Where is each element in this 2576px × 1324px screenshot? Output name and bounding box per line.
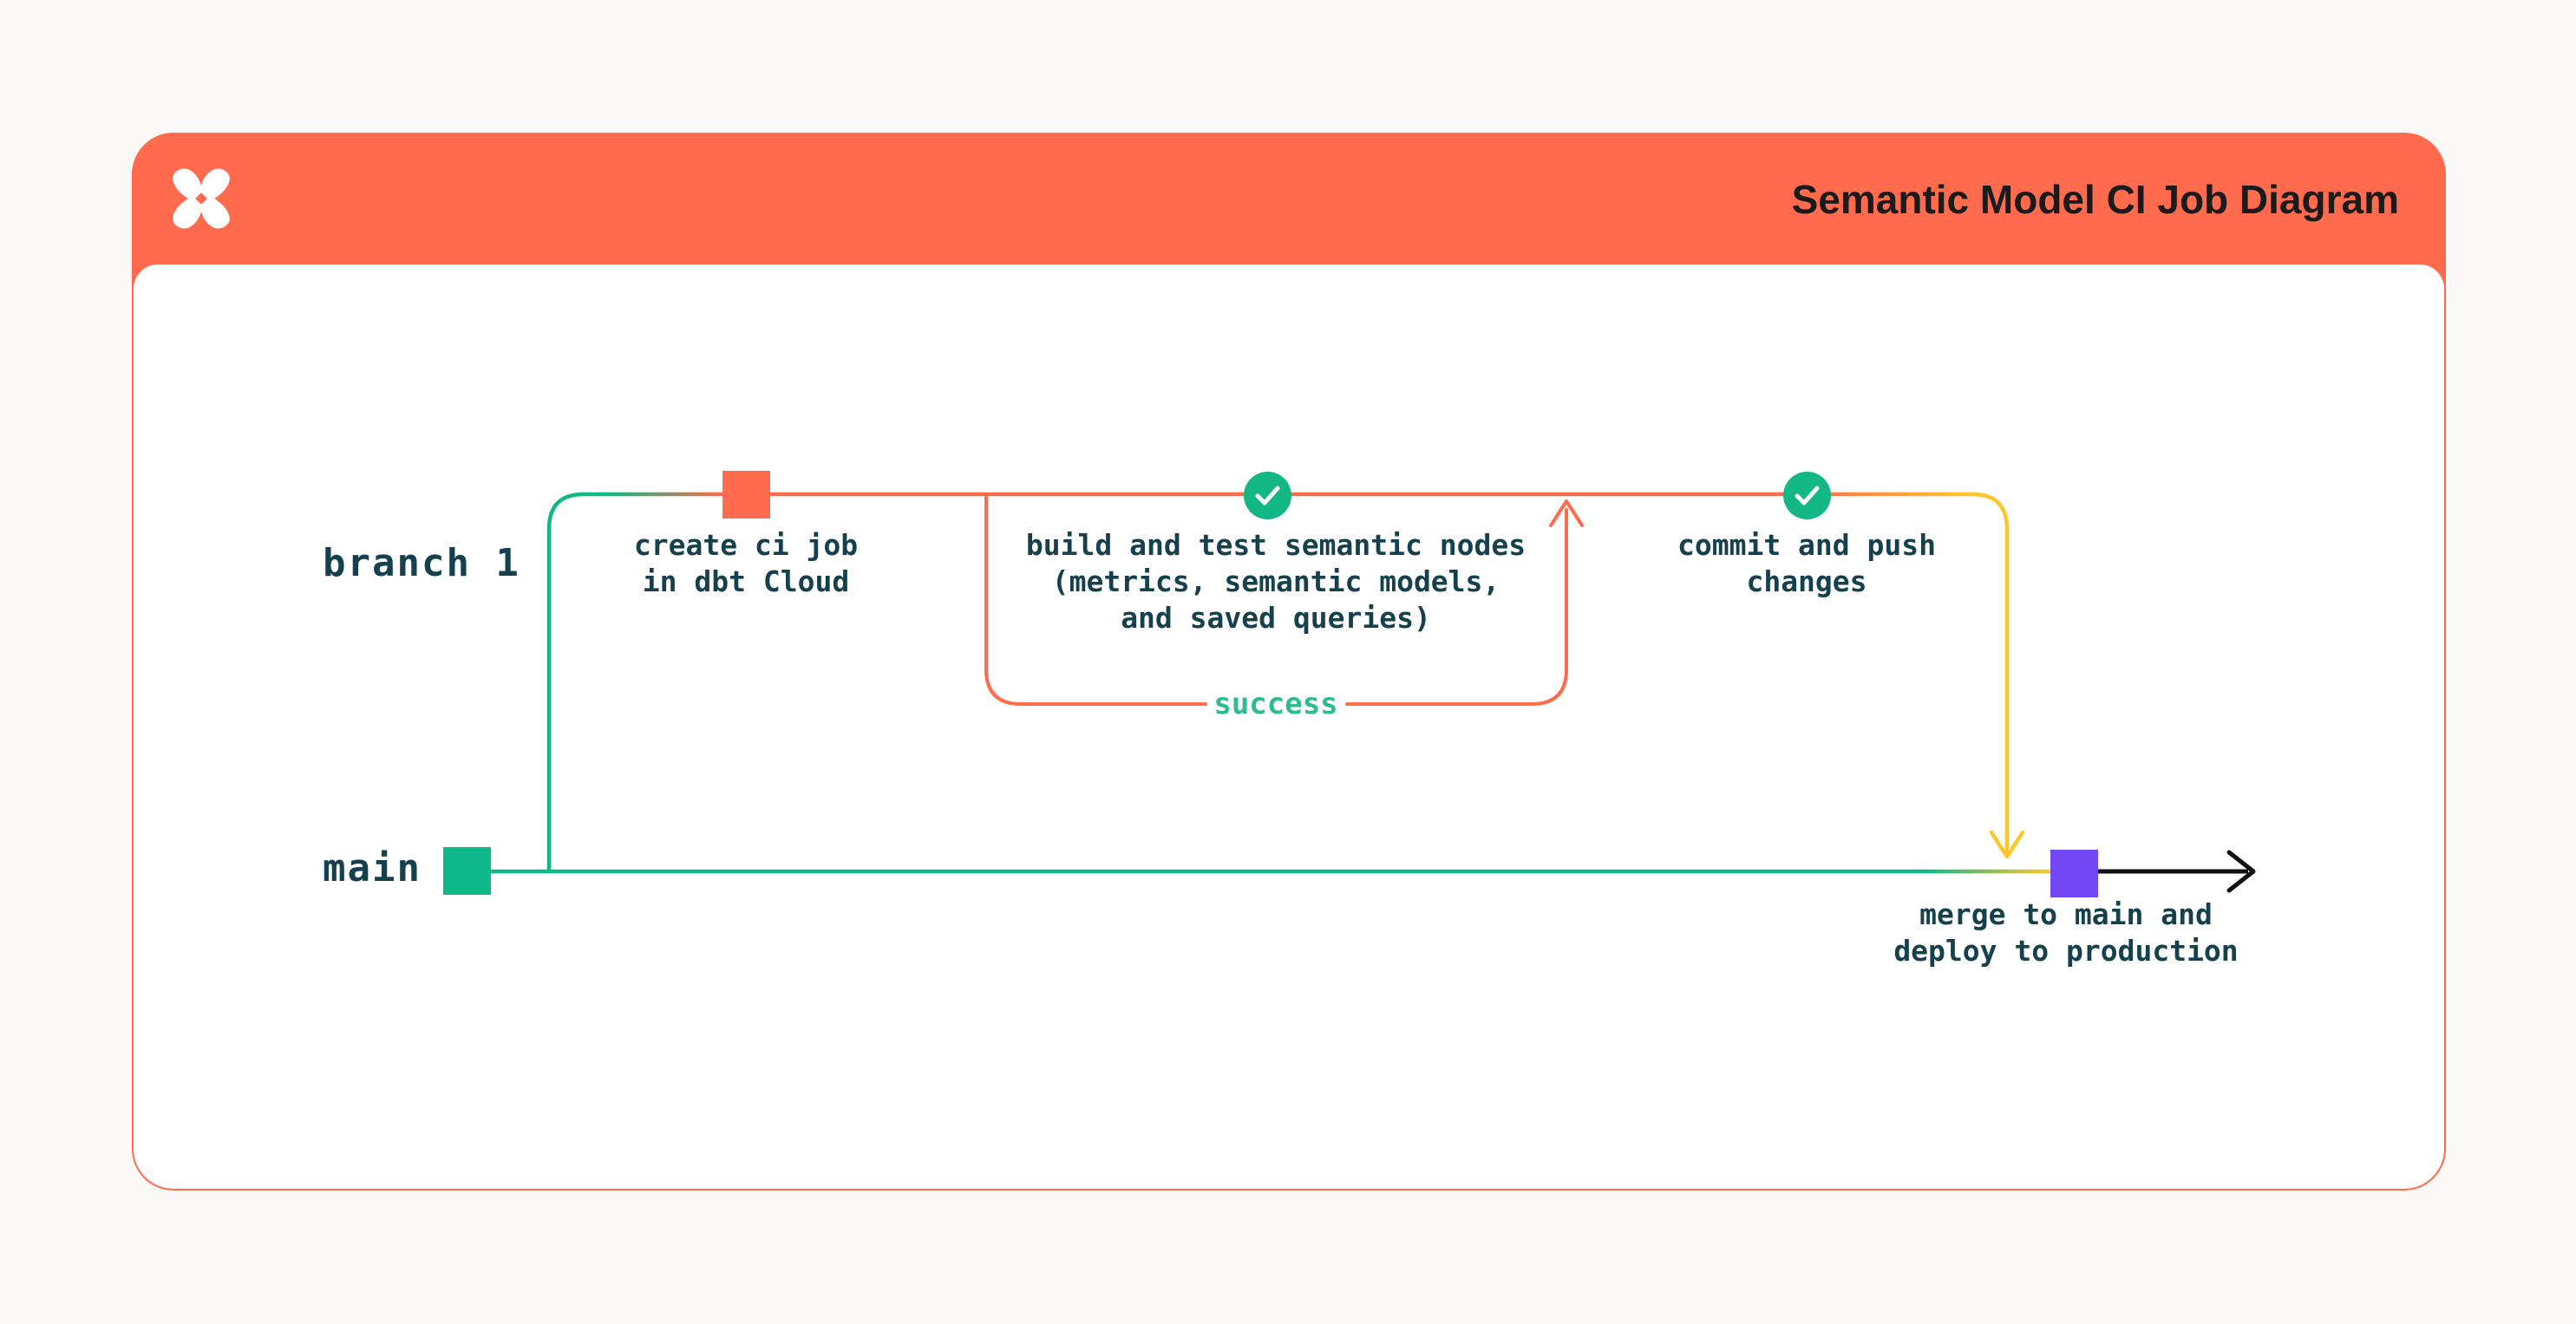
check-icon: [1255, 486, 1280, 505]
node-label-build-and-test: build and test semantic nodes (metrics, …: [1025, 528, 1527, 635]
main-commit-square: [443, 847, 491, 895]
build-test-check-circle: [1244, 472, 1291, 519]
success-loop-label: success: [1213, 687, 1338, 721]
diagram-card: Semantic Model CI Job Diagram: [132, 133, 2446, 1190]
check-icon: [1795, 486, 1820, 505]
dbt-logo-icon: [173, 168, 230, 229]
commit-push-check-circle: [1783, 472, 1831, 519]
merge-commit-square: [2050, 850, 2098, 897]
main-label: main: [323, 846, 422, 890]
card-header: Semantic Model CI Job Diagram: [134, 134, 2444, 264]
node-label-commit-and-push: commit and push changes: [1677, 528, 1936, 598]
page-title: Semantic Model CI Job Diagram: [1791, 177, 2399, 222]
card-body: [134, 264, 2444, 1189]
ci-job-commit-square: [722, 471, 770, 519]
node-label-merge-to-main: merge to main and deploy to production: [1893, 897, 2239, 968]
branch1-label: branch 1: [323, 541, 520, 585]
node-label-create-ci-job: create ci job in dbt Cloud: [633, 528, 859, 598]
